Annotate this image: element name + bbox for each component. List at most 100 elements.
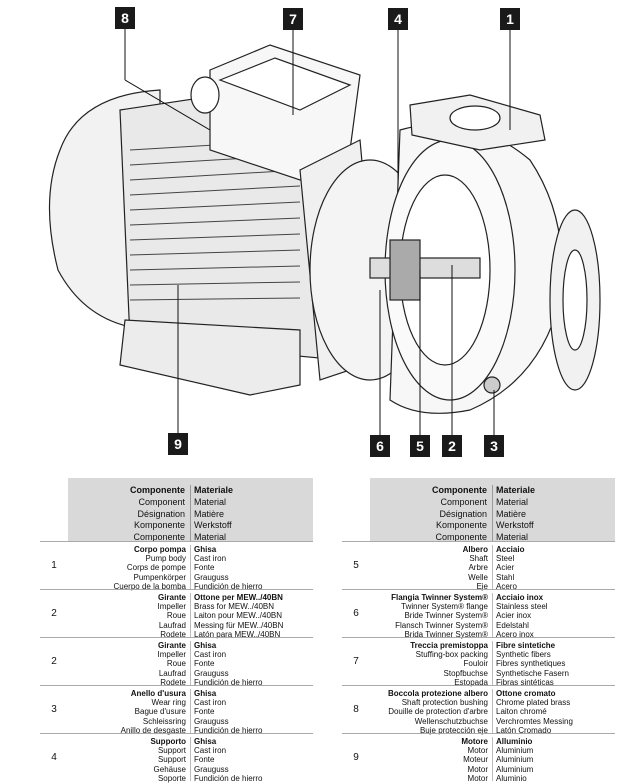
material-text: Verchromtes Messing (496, 716, 573, 726)
material-text: Synthetische Fasern (496, 668, 569, 678)
row-number: 5 (353, 560, 359, 571)
component-text: Motore (461, 737, 488, 746)
component-text: Gehäuse (153, 764, 186, 774)
header-component: Componente Component Désignation Kompone… (432, 485, 487, 543)
material-text: Latón para MEW../40BN (194, 629, 281, 639)
component-text: Douille de protection d'arbre (388, 707, 488, 717)
material-text: Fundición de hierro (194, 725, 263, 735)
table-header: Componente Component Désignation Kompone… (342, 478, 615, 543)
component-text: Stopfbuchse (443, 668, 488, 678)
material-text: Aluminium (496, 746, 534, 756)
component-text: Estopada (454, 677, 488, 687)
material-text: Grauguss (194, 572, 229, 582)
callout-1: 1 (500, 8, 520, 30)
material-text: Ghisa (194, 545, 217, 554)
component-text: Flangia Twinner System® (391, 593, 488, 602)
material-text: Stainless steel (496, 602, 548, 612)
row-number: 7 (353, 656, 359, 667)
callout-7: 7 (283, 8, 303, 30)
component-text: Rodete (160, 629, 186, 639)
header-material: Materiale Material Matière Werkstoff Mat… (492, 485, 535, 542)
left-table: Componente Component Désignation Kompone… (40, 478, 314, 783)
component-text: Support (157, 755, 186, 765)
material-text: Cast iron (194, 746, 227, 756)
component-cell: Flangia Twinner System®Twinner System® f… (370, 593, 490, 639)
material-text: Ghisa (194, 737, 217, 746)
material-text: Ottone cromato (496, 689, 556, 698)
component-text: Anello d'usura (130, 689, 186, 698)
material-text: Aluminium (496, 755, 534, 765)
component-text: Cuerpo de la bomba (113, 581, 187, 591)
material-text: Fonte (194, 563, 215, 573)
component-text: Motor (467, 746, 488, 756)
material-text: Fonte (194, 707, 215, 717)
material-text: Latón Cromado (496, 725, 552, 735)
right-table: Componente Component Désignation Kompone… (342, 478, 616, 783)
material-text: Aluminium (496, 764, 534, 774)
material-text: Edelstahl (496, 620, 529, 630)
material-text: Fibras sintéticas (496, 677, 554, 687)
material-text: Fundición de hierro (194, 773, 263, 783)
material-text: Acero inox (496, 629, 534, 639)
material-text: Acier inox (496, 611, 532, 621)
component-text: Flansch Twinner System® (395, 620, 488, 630)
material-text: Laiton pour MEW../40BN (194, 611, 283, 621)
component-text: Corpo pompa (134, 545, 186, 554)
material-text: Cast iron (194, 698, 227, 708)
callout-9: 9 (168, 433, 188, 455)
component-text: Motor (467, 764, 488, 774)
material-text: Fibre sintetiche (496, 641, 556, 650)
material-text: Fundición de hierro (194, 581, 263, 591)
component-text: Bague d'usure (134, 707, 186, 717)
component-text: Girante (157, 593, 186, 602)
component-text: Fouloir (463, 659, 488, 669)
component-text: Albero (462, 545, 488, 554)
component-text: Twinner System® flange (401, 602, 488, 612)
component-material-tables: Componente Component Désignation Kompone… (0, 478, 627, 784)
component-text: Moteur (463, 755, 488, 765)
component-text: Rodete (160, 677, 186, 687)
component-text: Laufrad (158, 620, 186, 630)
material-text: Acier (496, 563, 515, 573)
component-text: Schleissring (142, 716, 186, 726)
material-text: Acciaio (496, 545, 525, 554)
row-number: 6 (353, 608, 359, 619)
component-text: Anillo de desgaste (120, 725, 186, 735)
pump-exploded-drawing: 8 7 4 1 9 6 5 2 3 (48, 7, 601, 457)
component-text: Support (157, 746, 186, 756)
material-text: Cast iron (194, 554, 227, 564)
material-text: Steel (496, 554, 515, 564)
callout-2: 2 (442, 435, 462, 457)
row-number: 2 (51, 656, 57, 667)
component-text: Pump body (145, 554, 186, 564)
callout-5: 5 (410, 435, 430, 457)
component-text: Soporte (157, 773, 186, 783)
row-number: 2 (51, 608, 57, 619)
component-text: Corps de pompe (126, 563, 186, 573)
component-text: Motor (467, 773, 488, 783)
callout-6: 6 (370, 435, 390, 457)
component-text: Roue (166, 611, 186, 621)
component-text: Wear ring (151, 698, 186, 708)
material-text: Fibres synthetiques (496, 659, 566, 669)
material-text: Grauguss (194, 764, 229, 774)
material-text: Chrome plated brass (496, 698, 571, 708)
